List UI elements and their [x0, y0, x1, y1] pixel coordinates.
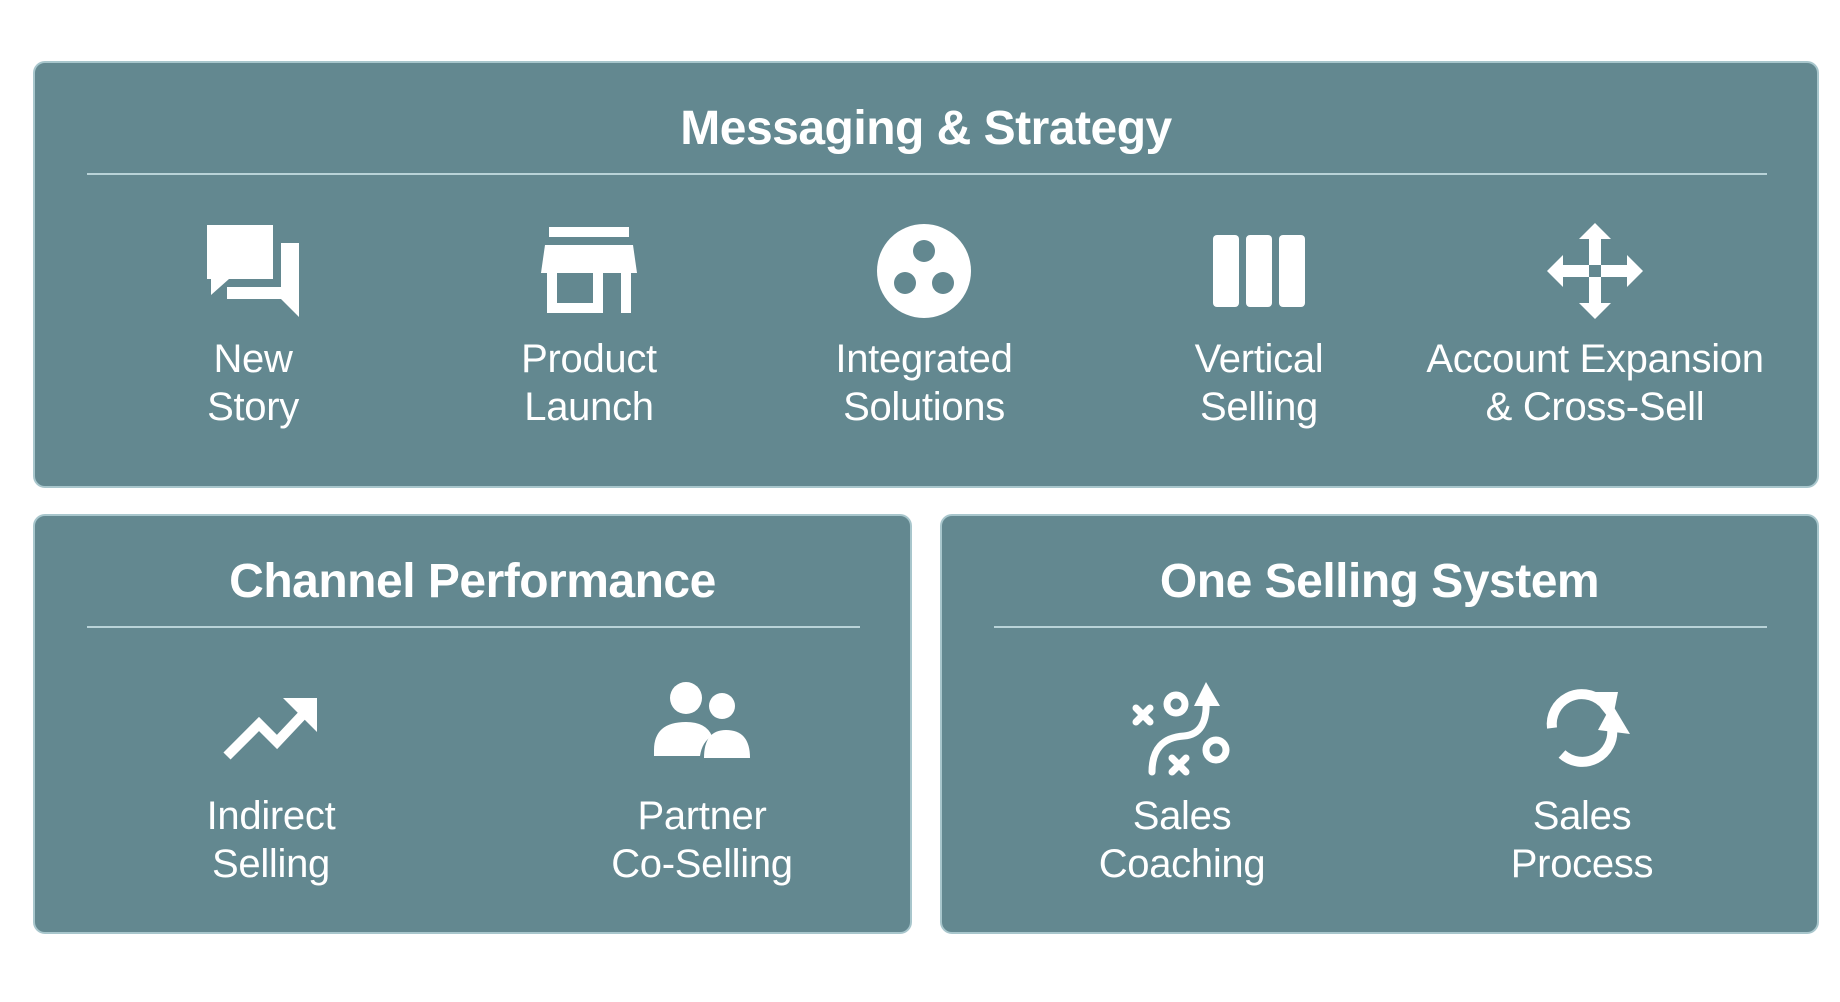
item-label-line2: Selling — [1200, 385, 1318, 429]
item-label-line1: Partner — [637, 794, 767, 838]
channel-performance-panel: Channel Performance Indirect Selling Par… — [33, 514, 912, 934]
integrated-solutions-item[interactable]: Integrated Solutions — [744, 221, 1104, 431]
product-launch-item[interactable]: Product Launch — [409, 221, 769, 431]
panel-title: One Selling System — [1159, 555, 1600, 608]
item-label-line2: Co-Selling — [611, 842, 793, 886]
partner-co-selling-item[interactable]: Partner Co-Selling — [522, 678, 882, 888]
item-label-line1: Indirect — [206, 794, 336, 838]
divider — [87, 173, 1767, 175]
messaging-strategy-panel: Messaging & Strategy New Story Pr — [33, 61, 1819, 488]
sales-process-item[interactable]: Sales Process — [1402, 678, 1762, 888]
item-label-line2: Story — [207, 385, 299, 429]
divider — [87, 626, 860, 628]
vertical-bars-icon — [1209, 221, 1309, 321]
item-label-line1: Sales — [1532, 794, 1632, 838]
three-dots-circle-icon — [874, 221, 974, 321]
cycle-arrows-icon — [1532, 678, 1632, 778]
panel-title: Messaging & Strategy — [680, 102, 1172, 155]
chat-bubbles-icon — [203, 221, 303, 321]
item-label-line2: Launch — [524, 385, 654, 429]
item-label-line1: Vertical — [1194, 337, 1324, 381]
trending-up-icon — [221, 678, 321, 778]
expand-arrows-icon — [1545, 221, 1645, 321]
item-label-line2: Process — [1510, 842, 1654, 886]
sales-coaching-item[interactable]: Sales Coaching — [1002, 678, 1362, 888]
item-label-line1: Sales — [1132, 794, 1232, 838]
item-label-line2: Selling — [212, 842, 330, 886]
people-icon — [652, 678, 752, 778]
account-expansion-item[interactable]: Account Expansion & Cross-Sell — [1395, 221, 1795, 431]
panel-title: Channel Performance — [229, 555, 716, 608]
item-label-line1: Product — [521, 337, 657, 381]
item-label-line2: & Cross-Sell — [1485, 385, 1705, 429]
one-selling-system-panel: One Selling System Sales Coaching — [940, 514, 1819, 934]
item-label-line1: Account Expansion — [1426, 337, 1764, 381]
storefront-icon — [539, 221, 639, 321]
new-story-item[interactable]: New Story — [73, 221, 433, 431]
vertical-selling-item[interactable]: Vertical Selling — [1079, 221, 1439, 431]
divider — [994, 626, 1767, 628]
indirect-selling-item[interactable]: Indirect Selling — [91, 678, 451, 888]
item-label-line1: New — [213, 337, 293, 381]
item-label-line1: Integrated — [835, 337, 1013, 381]
item-label-line2: Coaching — [1098, 842, 1266, 886]
strategy-play-icon — [1132, 678, 1232, 778]
item-label-line2: Solutions — [843, 385, 1005, 429]
